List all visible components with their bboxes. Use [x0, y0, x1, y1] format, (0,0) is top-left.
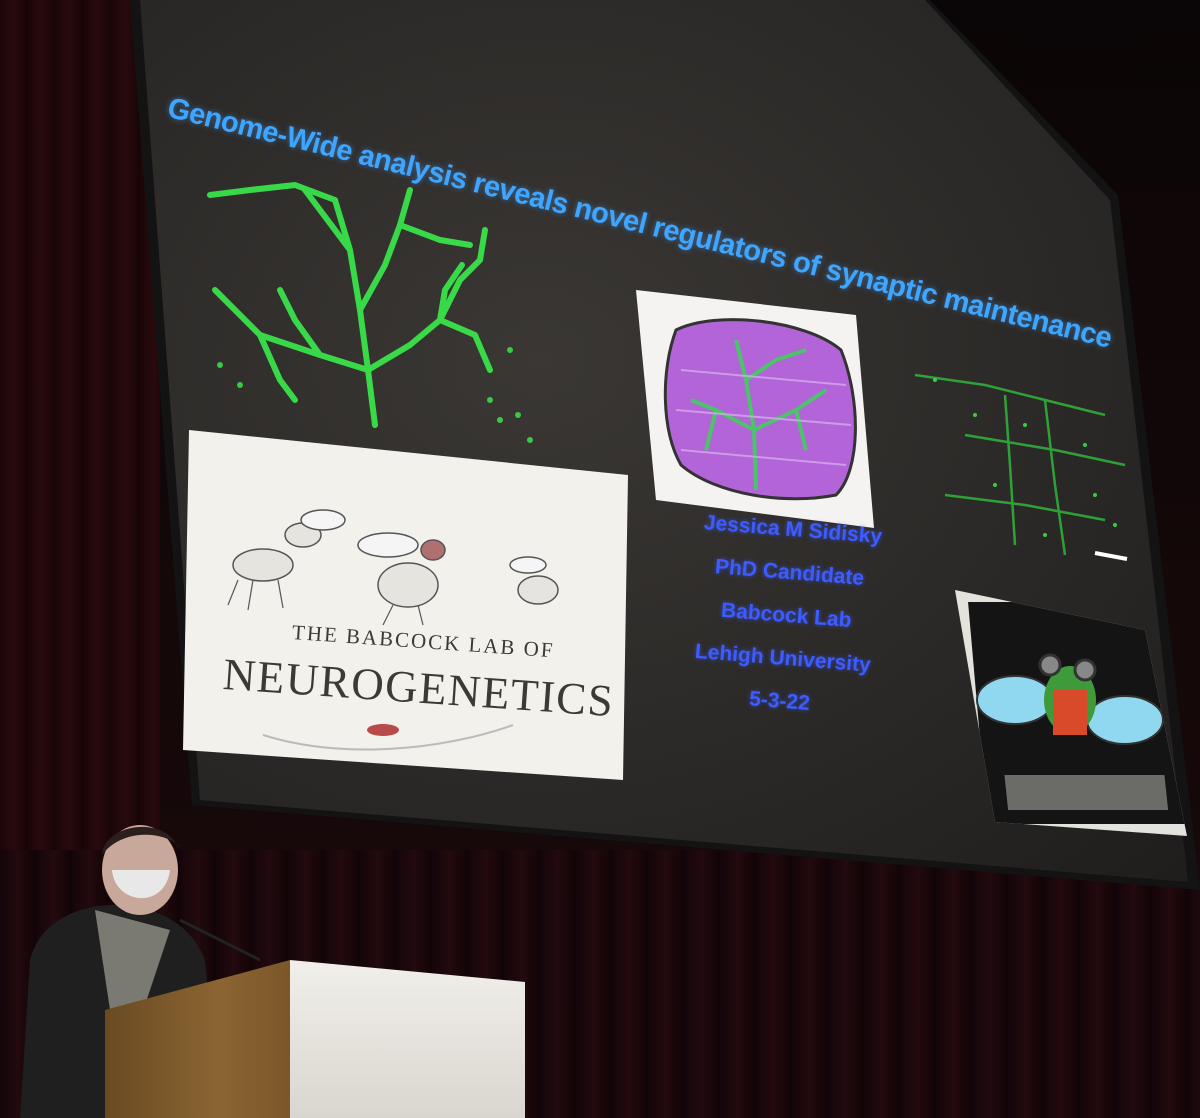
podium	[105, 955, 525, 1118]
podium-side	[105, 960, 295, 1118]
podium-front	[290, 960, 525, 1118]
microphone	[179, 918, 260, 962]
muscle-neuron-illustration	[663, 318, 857, 501]
neuron-diagram	[636, 290, 874, 528]
neuron-microscopy-right	[914, 373, 1128, 561]
babcock-lab-logo: THE BABCOCK LAB OF NEUROGENETICS	[183, 430, 628, 780]
neuron-microscopy-left	[207, 182, 533, 443]
scale-bar	[1094, 551, 1128, 561]
author-info: Jessica M Sidisky PhD Candidate Babcock …	[673, 500, 899, 731]
projection-screen: THE BABCOCK LAB OF NEUROGENETICS	[130, 0, 1200, 890]
fly-illustration	[227, 509, 559, 751]
